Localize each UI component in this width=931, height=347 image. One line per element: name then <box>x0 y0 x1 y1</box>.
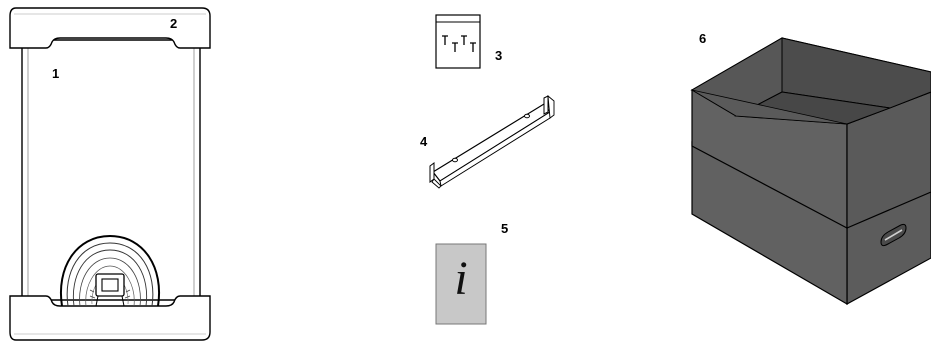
socket-holder <box>59 234 161 307</box>
bracket-tab-left-foot <box>431 178 442 189</box>
socket-holder-ring-4 <box>79 257 141 307</box>
box-inner-right <box>781 37 931 109</box>
bracket-tab-right <box>543 95 549 115</box>
bracket-hole-right <box>524 113 530 119</box>
part-label-5: 5 <box>501 221 508 236</box>
part-label-2: 2 <box>170 16 177 31</box>
information-icon: i <box>454 252 467 305</box>
socket-plug-detail-left <box>95 295 99 307</box>
bracket-hole-left <box>452 157 458 163</box>
bracket-flange <box>439 111 551 187</box>
bottom-cover <box>9 295 211 341</box>
screw-2-icon <box>452 42 458 52</box>
socket-holder-ring-2 <box>66 242 154 307</box>
socket-holder-ring-5 <box>85 265 135 307</box>
socket-holder-outer <box>59 234 161 307</box>
bracket-tab-right-foot <box>547 94 555 119</box>
mounting-bracket-drawing <box>429 94 555 189</box>
part-label-6: 6 <box>699 31 706 46</box>
socket-holder-ring-3 <box>72 249 148 307</box>
socket-plug-detail-right <box>121 295 125 307</box>
screw-bag <box>435 14 481 69</box>
bracket-plate <box>432 103 551 182</box>
part-label-3: 3 <box>495 48 502 63</box>
screw-icons <box>442 35 476 52</box>
screw-4-icon <box>470 42 476 52</box>
screw-bag-drawing <box>435 14 481 69</box>
top-cover <box>9 7 211 49</box>
screw-1-icon <box>442 35 448 45</box>
part-label-1: 1 <box>52 66 59 81</box>
charger-unit-drawing <box>9 7 211 341</box>
socket-plug-window <box>101 278 119 292</box>
box-inner-left <box>691 89 848 125</box>
part-label-4: 4 <box>420 134 428 149</box>
information-document-drawing: i <box>435 243 487 325</box>
box-hand-hole-inner <box>884 229 903 241</box>
charger-body <box>21 39 201 301</box>
socket-plug-detail-ridges <box>89 289 131 299</box>
packaging-box-drawing <box>690 37 931 306</box>
information-document <box>435 243 487 325</box>
screw-3-icon <box>461 35 467 45</box>
